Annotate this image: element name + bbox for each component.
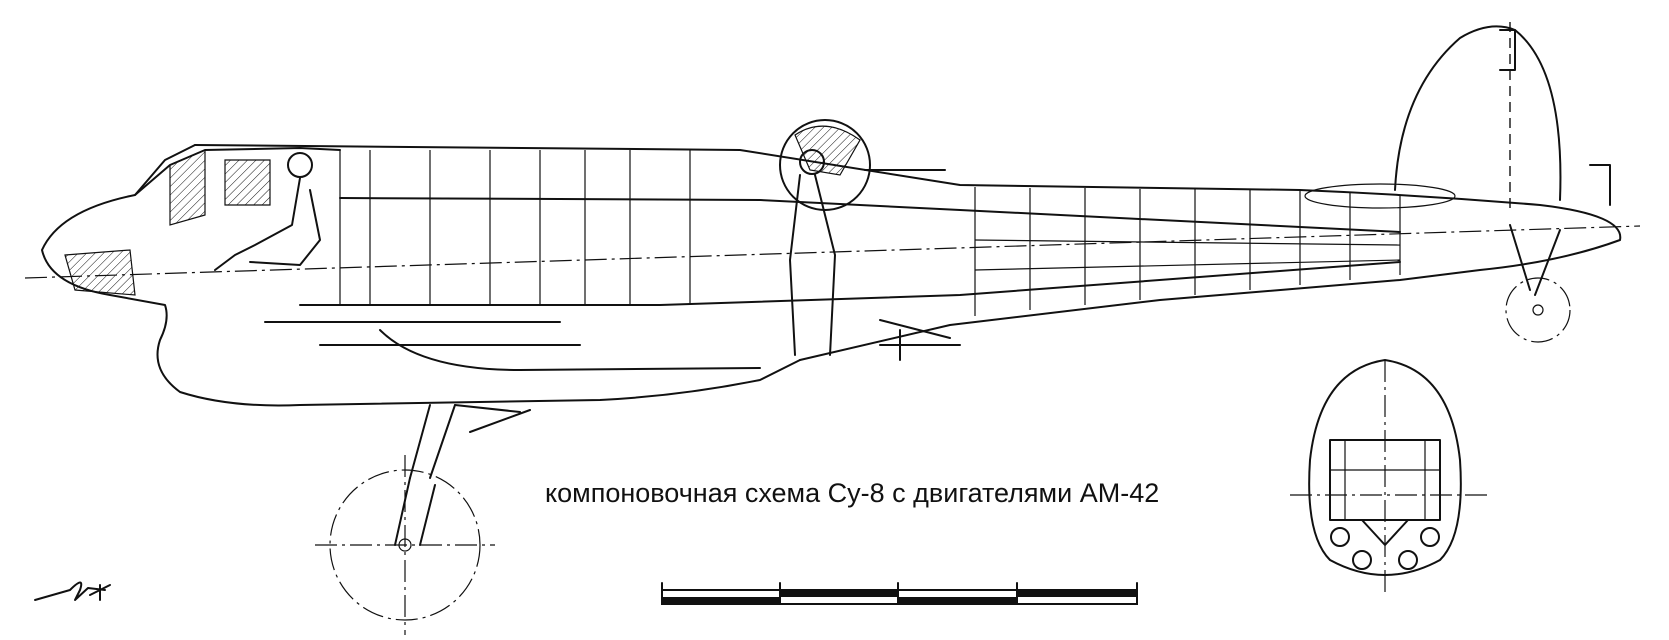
nose-glazing xyxy=(64,249,136,296)
cockpit-glazing xyxy=(169,149,206,226)
fuselage-frames xyxy=(339,150,1401,316)
ventral-fairing xyxy=(379,329,761,371)
pilot-head xyxy=(287,152,313,178)
fuselage-centerline xyxy=(24,225,1641,279)
tail-fin xyxy=(1304,22,1611,210)
pilot-body xyxy=(214,177,301,271)
main-landing-gear xyxy=(315,404,531,635)
pilot-seat xyxy=(249,189,321,266)
tailplane xyxy=(1304,183,1456,209)
drawing-caption: компоновочная схема Су-8 с двигателями А… xyxy=(545,478,1160,508)
dorsal-turret xyxy=(779,119,871,211)
author-signature xyxy=(34,581,111,601)
fuselage-side-view xyxy=(24,119,1641,407)
tail-wheel xyxy=(1505,224,1571,343)
gunner-body xyxy=(789,174,836,356)
scale-bar xyxy=(661,582,1138,605)
fuselage-cross-section xyxy=(1290,359,1490,595)
ventral-gun xyxy=(879,319,961,361)
